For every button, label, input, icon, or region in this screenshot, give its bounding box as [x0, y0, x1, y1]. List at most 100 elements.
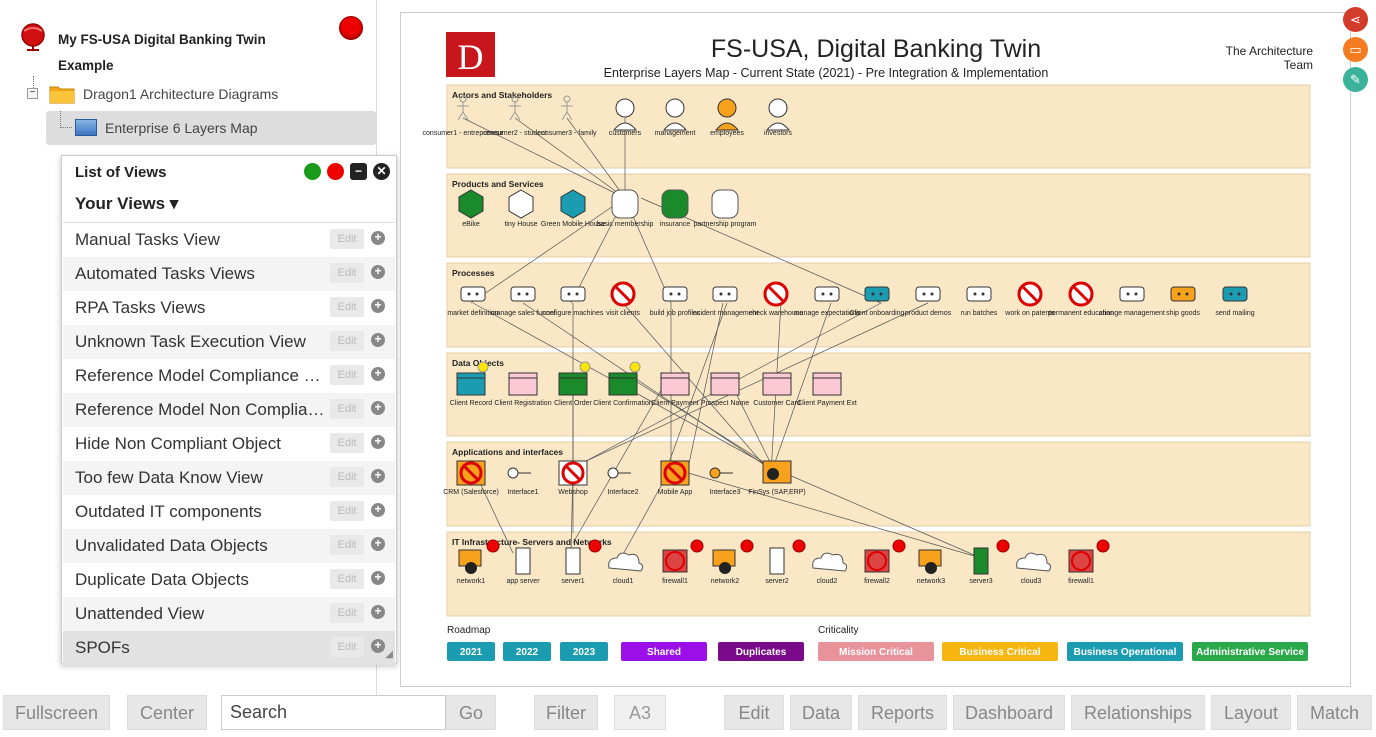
criticality-legend-item[interactable]: Business Critical — [942, 642, 1058, 661]
view-label[interactable]: RPA Tasks Views — [75, 298, 206, 317]
relationship-line[interactable] — [622, 302, 772, 474]
add-view-icon[interactable]: + — [371, 367, 385, 381]
roadmap-legend-item[interactable]: Duplicates — [718, 642, 804, 661]
infrastructure-node[interactable]: cloud1 — [608, 552, 644, 585]
relationship-line[interactable] — [462, 117, 626, 199]
data-object-node[interactable]: Client Registration — [494, 372, 552, 407]
data-object-node[interactable]: Client Payment Ext — [797, 372, 857, 407]
green-dot-button[interactable] — [304, 163, 321, 180]
add-view-icon[interactable]: + — [371, 299, 385, 313]
application-node[interactable]: Webshop — [558, 460, 588, 496]
process-node[interactable]: manage sales funnel — [491, 286, 556, 317]
product-node[interactable]: basic membership — [597, 189, 654, 228]
view-edit-button[interactable]: Edit — [330, 637, 364, 657]
view-edit-button[interactable]: Edit — [330, 399, 364, 419]
add-view-icon[interactable]: + — [371, 469, 385, 483]
your-views-dropdown[interactable]: Your Views ▾ — [75, 194, 179, 213]
data-object-node[interactable]: Client Payment — [651, 372, 699, 407]
view-edit-button[interactable]: Edit — [330, 501, 364, 521]
roadmap-legend-item[interactable]: Shared — [621, 642, 707, 661]
process-node[interactable]: run batches — [961, 286, 998, 317]
actor-node[interactable]: consumer2 - student — [483, 95, 547, 137]
layer-band[interactable] — [446, 84, 1311, 169]
view-edit-button[interactable]: Edit — [330, 365, 364, 385]
application-node[interactable]: CRM (Salesforce) — [443, 460, 499, 496]
data-object-node[interactable]: Client Record — [450, 361, 493, 407]
criticality-legend-item[interactable]: Administrative Service — [1192, 642, 1308, 661]
view-edit-button[interactable]: Edit — [330, 229, 364, 249]
data-object-node[interactable]: Client Order — [554, 361, 593, 407]
collapse-toggle[interactable]: − — [27, 88, 38, 99]
roadmap-legend-item[interactable]: 2023 — [560, 642, 608, 661]
relationship-line[interactable] — [566, 117, 626, 199]
process-node[interactable]: visit clients — [606, 281, 640, 317]
process-node[interactable]: permanent education — [1048, 281, 1114, 317]
layout-button[interactable]: Layout — [1211, 695, 1291, 730]
process-node[interactable]: product demos — [905, 286, 952, 317]
product-node[interactable]: partnership program — [693, 189, 757, 228]
view-label[interactable]: SPOFs — [75, 638, 130, 657]
relationship-line[interactable] — [514, 117, 626, 199]
add-view-icon[interactable]: + — [371, 435, 385, 449]
infrastructure-node[interactable]: cloud3 — [1016, 552, 1052, 585]
share-icon[interactable]: ⋖ — [1343, 7, 1368, 32]
minimize-icon[interactable]: − — [350, 163, 367, 180]
fullscreen-button[interactable]: Fullscreen — [3, 695, 110, 730]
view-label[interactable]: Unknown Task Execution View — [75, 332, 306, 351]
relationship-line[interactable] — [666, 302, 728, 469]
layer-band[interactable] — [446, 262, 1311, 348]
globe-icon[interactable] — [18, 22, 48, 52]
infrastructure-node[interactable]: app server — [506, 547, 540, 585]
process-node[interactable]: send mailing — [1215, 286, 1255, 317]
process-node[interactable]: configure machines — [543, 286, 604, 317]
infrastructure-node[interactable]: server3 — [969, 539, 1010, 585]
application-node[interactable]: Interface2 — [607, 467, 639, 496]
add-view-icon[interactable]: + — [371, 537, 385, 551]
application-node[interactable]: Interface3 — [709, 467, 741, 496]
view-label[interactable]: Manual Tasks View — [75, 230, 220, 249]
process-node[interactable]: Client onboarding — [850, 286, 905, 317]
process-node[interactable]: incident management — [692, 286, 759, 317]
roadmap-legend-item[interactable]: 2022 — [503, 642, 551, 661]
infrastructure-node[interactable]: network3 — [917, 549, 946, 585]
relationship-line[interactable] — [470, 197, 626, 304]
search-input[interactable] — [221, 695, 446, 730]
process-node[interactable]: check warehouse — [749, 281, 804, 317]
go-button[interactable]: Go — [446, 695, 496, 730]
add-view-icon[interactable]: + — [371, 571, 385, 585]
criticality-legend-item[interactable]: Mission Critical — [818, 642, 934, 661]
tree-item-selected[interactable] — [46, 111, 376, 145]
product-node[interactable]: Green Mobile House — [541, 189, 605, 228]
infrastructure-node[interactable]: server1 — [561, 539, 602, 585]
data-object-node[interactable]: Customer Card — [753, 372, 801, 407]
relationship-line[interactable] — [522, 302, 770, 469]
add-view-icon[interactable]: + — [371, 265, 385, 279]
relationship-line[interactable] — [572, 372, 672, 544]
add-view-icon[interactable]: + — [371, 333, 385, 347]
process-node[interactable]: work on patents — [1004, 281, 1055, 317]
view-label[interactable]: Hide Non Compliant Object — [75, 434, 281, 453]
add-view-icon[interactable]: + — [371, 639, 385, 653]
center-button[interactable]: Center — [127, 695, 207, 730]
data-object-node[interactable]: Prospect Name — [701, 372, 749, 407]
view-edit-button[interactable]: Edit — [330, 467, 364, 487]
infrastructure-node[interactable]: network2 — [711, 539, 754, 585]
application-node[interactable]: Interface1 — [507, 467, 539, 496]
view-label[interactable]: Unattended View — [75, 604, 205, 623]
process-node[interactable]: ship goods — [1166, 286, 1200, 317]
resize-handle-icon[interactable]: ◢ — [385, 649, 393, 660]
infrastructure-node[interactable]: firewall1 — [662, 539, 704, 585]
layer-band[interactable] — [446, 352, 1311, 437]
model-title[interactable]: My FS-USA Digital Banking Twin Example — [58, 32, 266, 73]
infrastructure-node[interactable]: firewall1 — [1068, 539, 1110, 585]
process-node[interactable]: market definition — [447, 286, 499, 317]
view-list-item[interactable]: SPOFs Edit + — [63, 631, 395, 665]
